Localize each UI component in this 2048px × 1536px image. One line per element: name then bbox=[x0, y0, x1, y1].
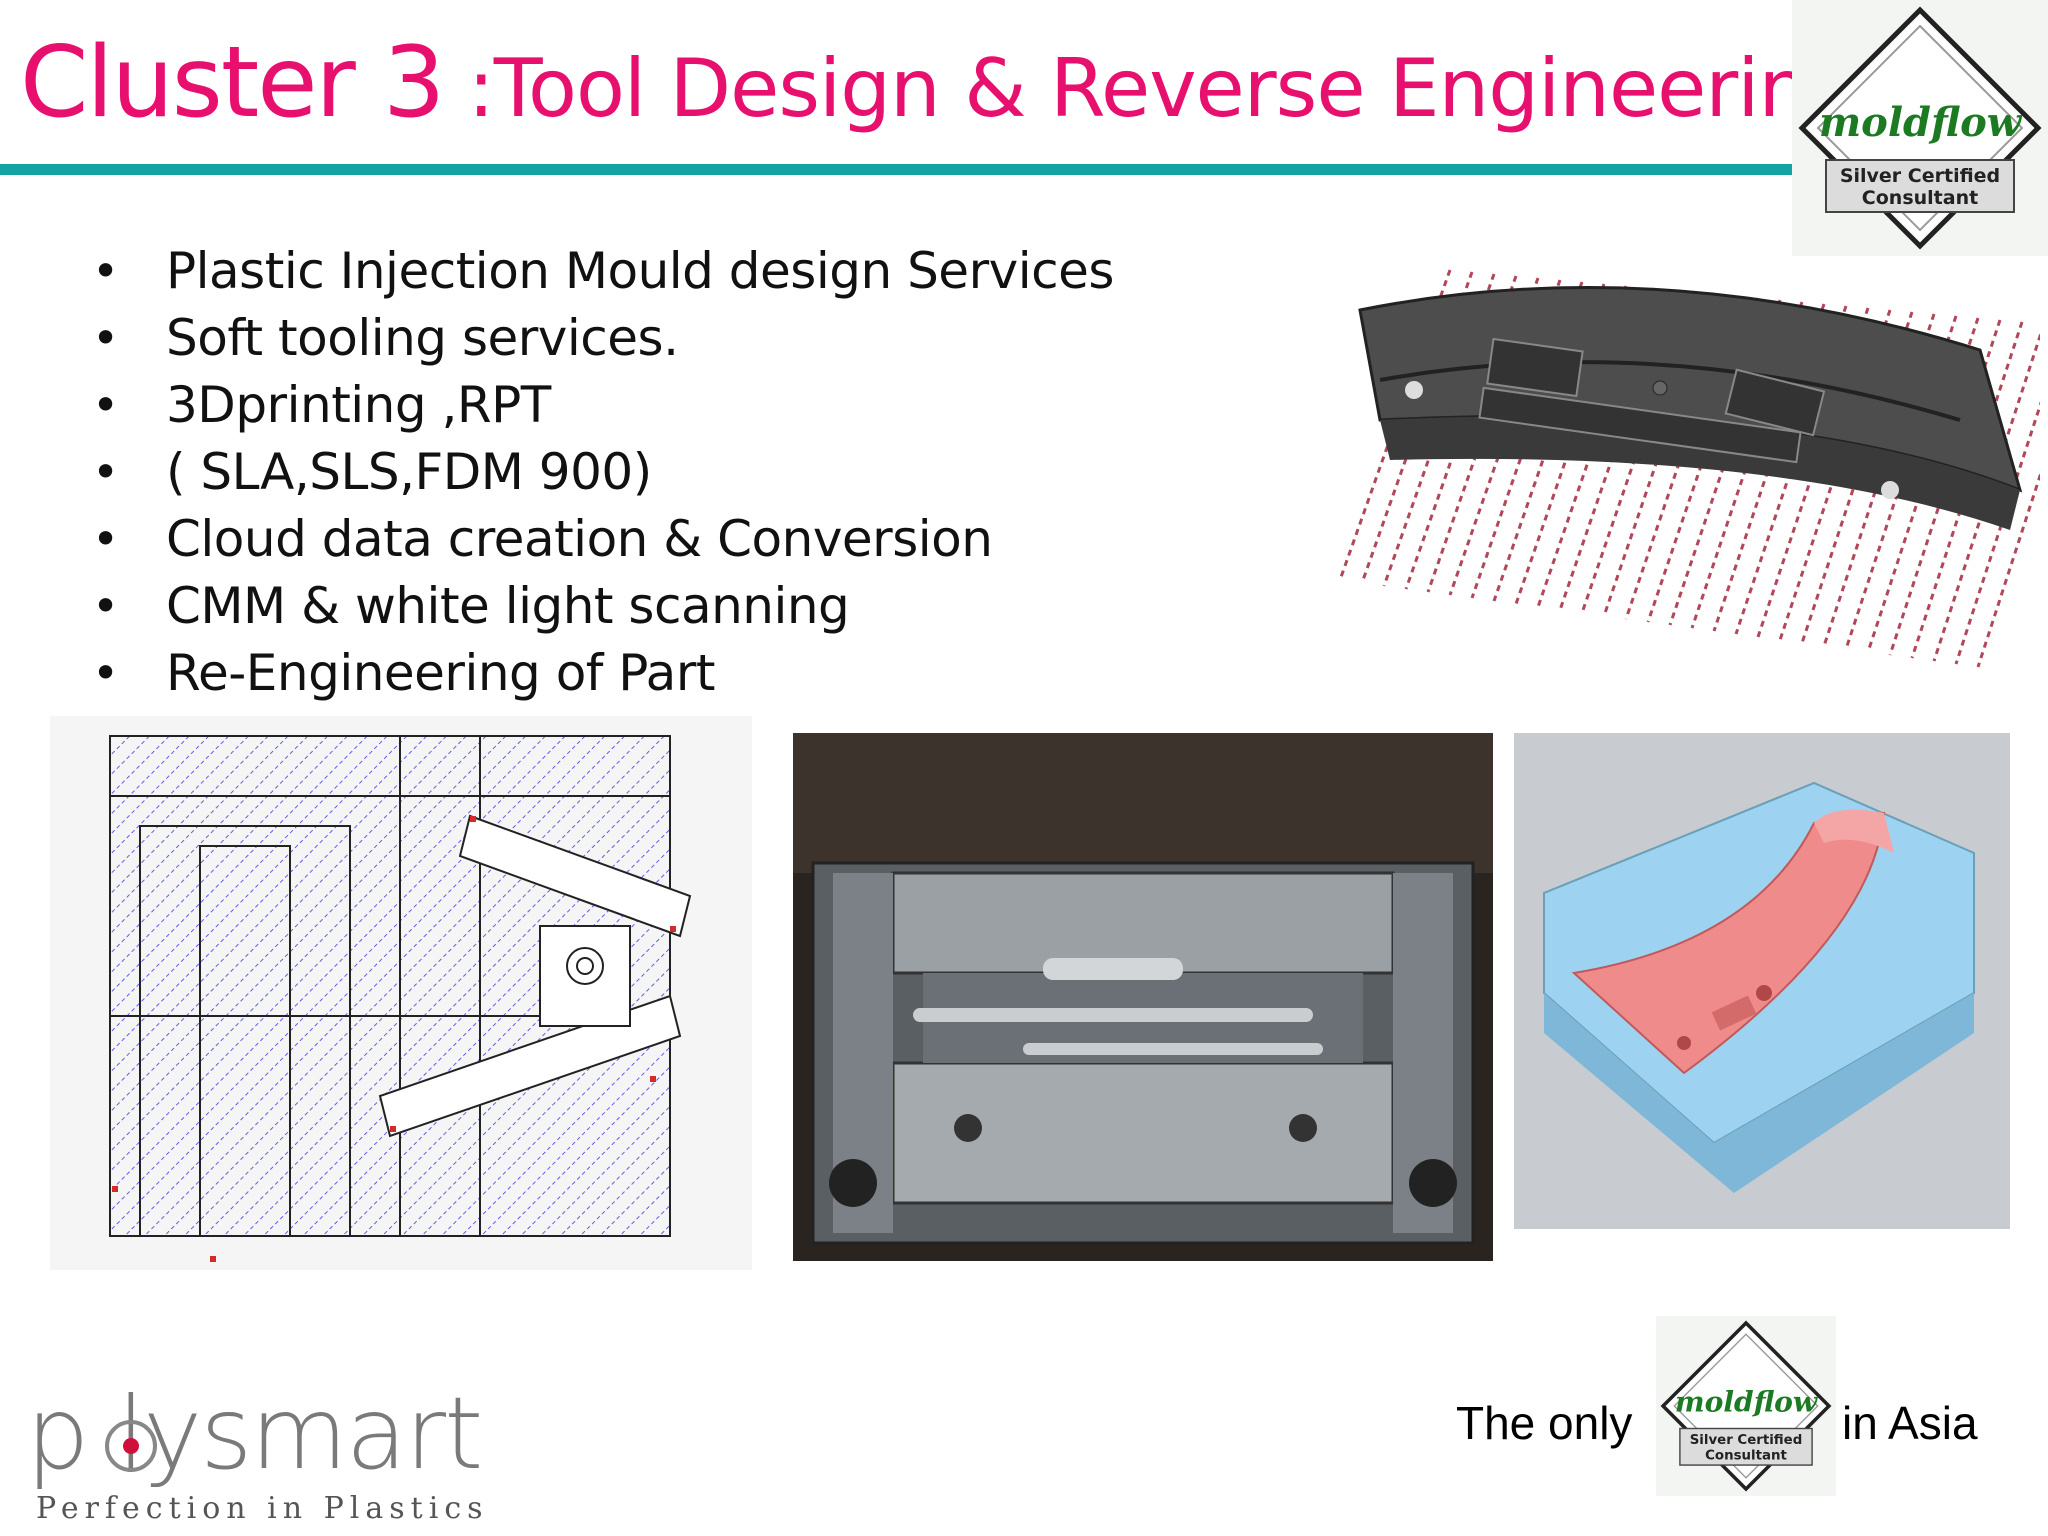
bullet-icon: • bbox=[92, 646, 119, 700]
list-item: •( SLA,SLS,FDM 900) bbox=[88, 439, 1114, 506]
footer-left-text: The only bbox=[1456, 1397, 1633, 1449]
title-cluster: Cluster 3 bbox=[20, 26, 445, 140]
badge-brand: moldflow bbox=[1819, 99, 2023, 146]
svg-text:Silver Certified: Silver Certified bbox=[1690, 1433, 1803, 1448]
bullet-icon: • bbox=[92, 311, 119, 365]
svg-text:moldflow: moldflow bbox=[1675, 1386, 1818, 1419]
list-item: •Soft tooling services. bbox=[88, 305, 1114, 372]
list-item: •Plastic Injection Mould design Services bbox=[88, 238, 1114, 305]
svg-text:Consultant: Consultant bbox=[1705, 1448, 1787, 1463]
title-subject: :Tool Design & Reverse Engineering bbox=[443, 42, 1859, 135]
logo-tagline: Perfection in Plastics bbox=[36, 1491, 489, 1526]
moldflow-badge-footer: moldflow Silver Certified Consultant bbox=[1656, 1316, 1836, 1496]
mould-design-drawing bbox=[50, 716, 752, 1270]
bumper-scan-image bbox=[1320, 260, 2048, 700]
footer-right-text: in Asia bbox=[1842, 1397, 1978, 1449]
polysmart-logo: p lysmart Perfection in Plastics bbox=[26, 1375, 496, 1530]
bullet-icon: • bbox=[92, 244, 119, 298]
slide-title: Cluster 3 :Tool Design & Reverse Enginee… bbox=[20, 26, 1859, 140]
moldflow-badge-icon: moldflow Silver Certified Consultant bbox=[1660, 1320, 1832, 1492]
list-item: •CMM & white light scanning bbox=[88, 573, 1114, 640]
bullet-icon: • bbox=[92, 445, 119, 499]
bullet-icon: • bbox=[92, 512, 119, 566]
title-divider bbox=[0, 164, 1792, 175]
moldflow-badge-icon: moldflow Silver Certified Consultant bbox=[1798, 6, 2042, 250]
list-item: •Cloud data creation & Conversion bbox=[88, 506, 1114, 573]
bullet-icon: • bbox=[92, 378, 119, 432]
list-item: •Re-Engineering of Part bbox=[88, 640, 1114, 707]
badge-line1: Silver Certified bbox=[1840, 165, 2000, 187]
cad-cavity-render bbox=[1514, 733, 2010, 1229]
services-list: •Plastic Injection Mould design Services… bbox=[88, 238, 1114, 707]
list-item: •3Dprinting ,RPT bbox=[88, 372, 1114, 439]
badge-line2: Consultant bbox=[1862, 187, 1978, 209]
bullet-icon: • bbox=[92, 579, 119, 633]
logo-dot-icon bbox=[105, 1420, 157, 1472]
moldflow-badge-top: moldflow Silver Certified Consultant bbox=[1792, 0, 2048, 256]
mould-photo bbox=[793, 733, 1493, 1261]
logo-wordmark: p lysmart bbox=[26, 1375, 483, 1492]
